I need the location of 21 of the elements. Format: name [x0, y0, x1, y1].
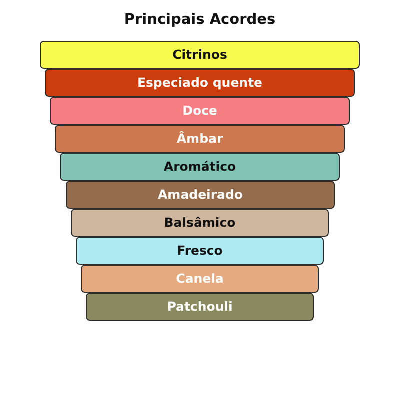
bar-label: Patchouli — [167, 299, 233, 315]
bar-label: Balsâmico — [164, 215, 236, 231]
funnel-bar — [66, 181, 335, 209]
bar-label: Citrinos — [172, 47, 228, 63]
bar-label: Amadeirado — [158, 187, 243, 203]
funnel-bar — [71, 209, 329, 237]
funnel-bar — [60, 153, 340, 181]
chart-title: Principais Acordes — [123, 11, 277, 30]
funnel-bar — [45, 69, 355, 97]
funnel-bar — [76, 237, 324, 265]
funnel-bar — [40, 41, 360, 69]
bar-label: Canela — [176, 271, 224, 287]
bar-label: Fresco — [177, 243, 223, 259]
funnel-bar — [86, 293, 314, 321]
bar-label: Especiado quente — [137, 75, 263, 91]
bar-label: Âmbar — [176, 131, 224, 147]
funnel-bar — [55, 125, 345, 153]
funnel-bar — [50, 97, 350, 125]
bar-label: Doce — [182, 103, 218, 119]
bar-label: Aromático — [164, 159, 236, 175]
funnel-bar — [81, 265, 319, 293]
